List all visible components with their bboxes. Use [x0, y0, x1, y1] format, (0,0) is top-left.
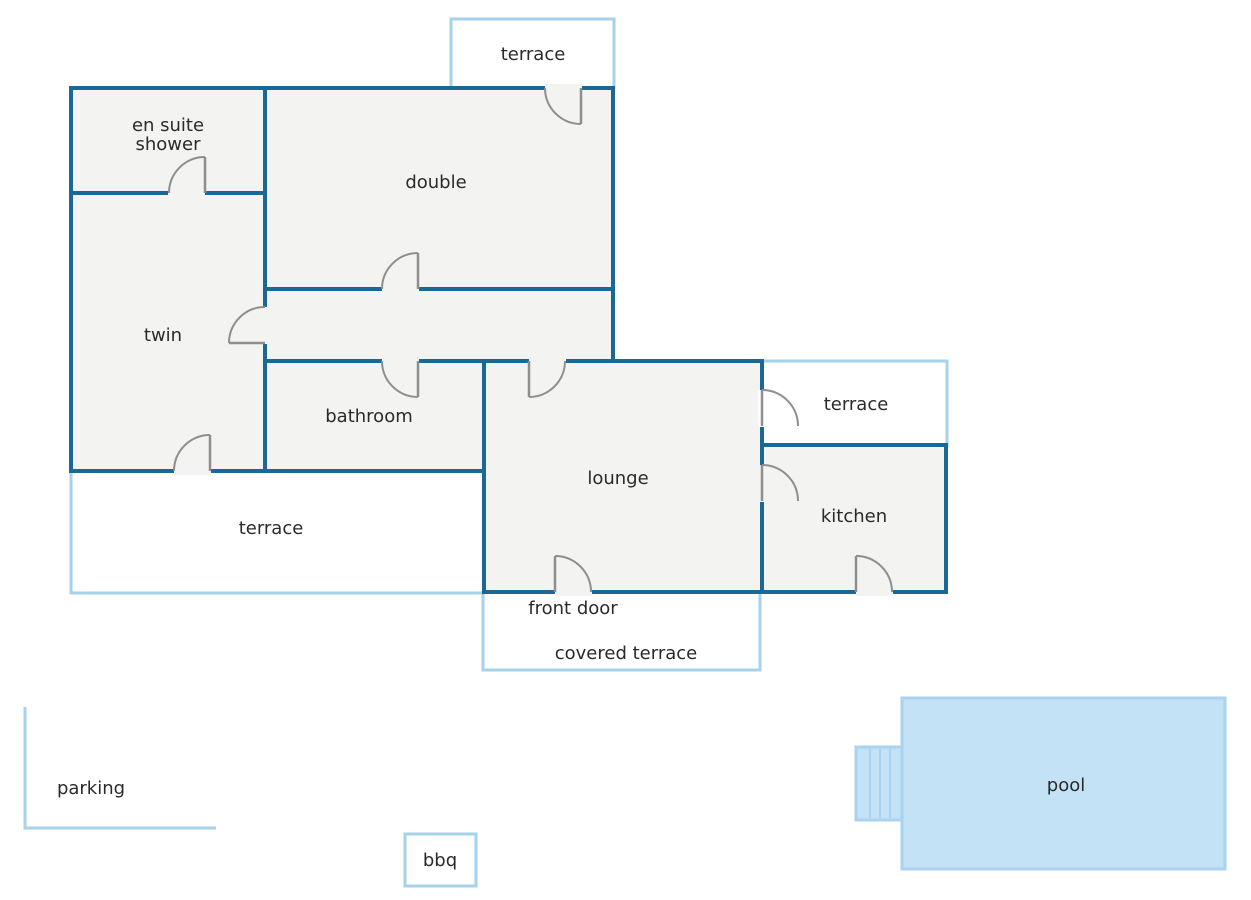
door — [527, 357, 566, 398]
kitchen-label: kitchen — [821, 506, 887, 527]
covered-terrace-label: covered terrace — [555, 643, 697, 664]
door — [758, 389, 799, 427]
door — [381, 357, 420, 398]
lounge-fill — [484, 361, 762, 592]
parking-label: parking — [57, 778, 125, 799]
en-suite-label: en suite — [132, 115, 204, 136]
en-suite-shower-label: shower — [136, 134, 202, 155]
terrace-top-label: terrace — [501, 44, 566, 65]
front-door — [553, 555, 592, 596]
door — [228, 306, 269, 345]
pool-label: pool — [1047, 775, 1085, 796]
bathroom-label: bathroom — [325, 406, 413, 427]
kitchen-fill — [762, 445, 946, 592]
front-door-label: front door — [528, 598, 618, 619]
door — [168, 156, 207, 197]
terrace-right-label: terrace — [824, 394, 889, 415]
terrace-bottom-outline — [69, 471, 484, 595]
double-label: double — [405, 172, 466, 193]
terrace-bottom-label: terrace — [239, 518, 304, 539]
parking-outline — [23, 707, 216, 830]
bbq-label: bbq — [423, 850, 457, 871]
lounge-label: lounge — [587, 468, 648, 489]
door — [173, 434, 212, 475]
pool — [900, 696, 1227, 871]
door — [854, 555, 893, 596]
door — [758, 464, 799, 502]
twin-label: twin — [144, 325, 182, 346]
bbq-outline — [403, 832, 478, 888]
door — [544, 84, 583, 125]
door — [381, 252, 420, 293]
